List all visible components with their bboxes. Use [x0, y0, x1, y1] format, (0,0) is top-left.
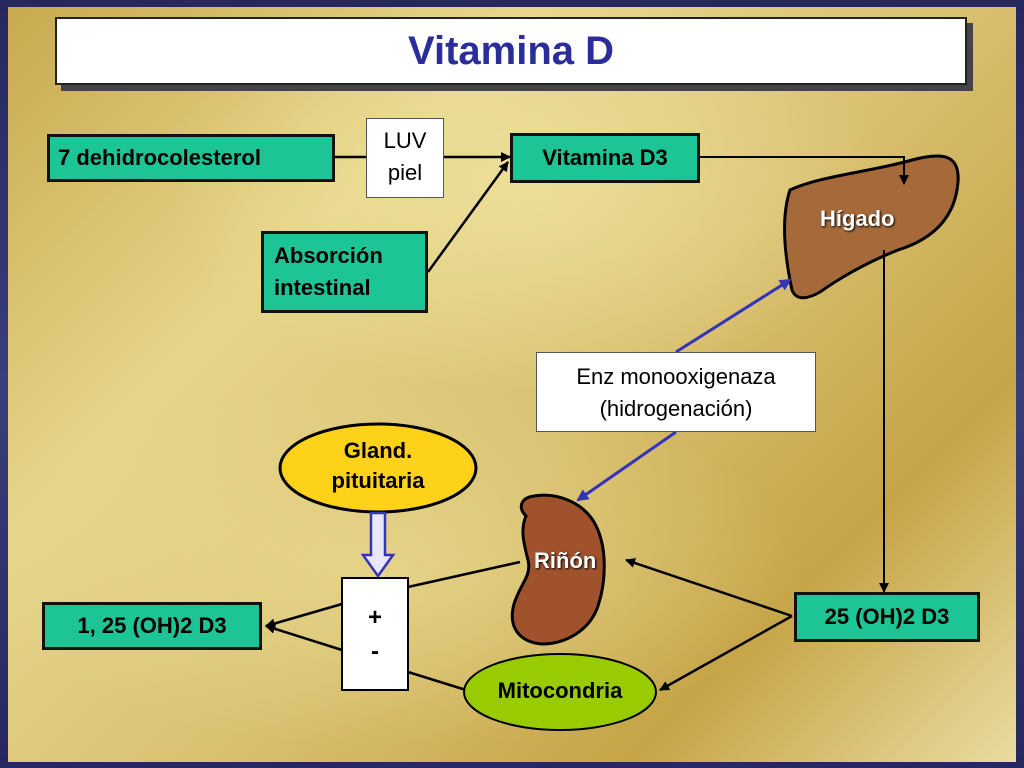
- hidrogenacion-label: (hidrogenación): [599, 396, 753, 421]
- luv-label: LUV: [383, 128, 427, 153]
- luv-piel-box: LUV piel: [366, 118, 444, 198]
- absorcion-label: Absorción: [274, 243, 383, 268]
- kidney-shape: [510, 493, 606, 646]
- mitochondria-oval: [463, 653, 657, 731]
- down-hollow-arrow: [360, 511, 396, 579]
- regulation-box: [341, 577, 409, 691]
- oh25-box: 25 (OH)2 D3: [794, 592, 980, 642]
- mitocondria-label: Mitocondria: [497, 678, 623, 703]
- higado-label: Hígado: [820, 206, 895, 231]
- enzima-label: Enz monooxigenaza: [576, 364, 776, 389]
- enzima-box: Enz monooxigenaza (hidrogenación): [536, 352, 816, 432]
- absorcion-intestinal-box: Absorción intestinal: [261, 231, 428, 313]
- gland-pituitaria-label: Gland. pituitaria: [280, 436, 476, 496]
- vitamina-d3-box: Vitamina D3: [510, 133, 700, 183]
- oh25-label: 25 (OH)2 D3: [824, 604, 950, 629]
- dehidrocolesterol-label: 7 dehidrocolesterol: [58, 145, 261, 170]
- oh125-label: 1, 25 (OH)2 D3: [77, 613, 227, 638]
- slide-title: Vitamina D: [408, 29, 614, 73]
- vitamina-d3-label: Vitamina D3: [542, 145, 668, 170]
- pituitaria-label: pituitaria: [331, 468, 425, 493]
- oh125-box: 1, 25 (OH)2 D3: [42, 602, 262, 650]
- rinon-label: Riñón: [534, 548, 597, 573]
- dehidrocolesterol-box: 7 dehidrocolesterol: [47, 134, 335, 182]
- plus-sign: +: [367, 604, 382, 631]
- title-box: Vitamina D: [55, 17, 967, 85]
- gland-label: Gland.: [343, 438, 413, 463]
- intestinal-label: intestinal: [274, 275, 371, 300]
- piel-label: piel: [387, 160, 423, 185]
- minus-sign: -: [371, 638, 379, 665]
